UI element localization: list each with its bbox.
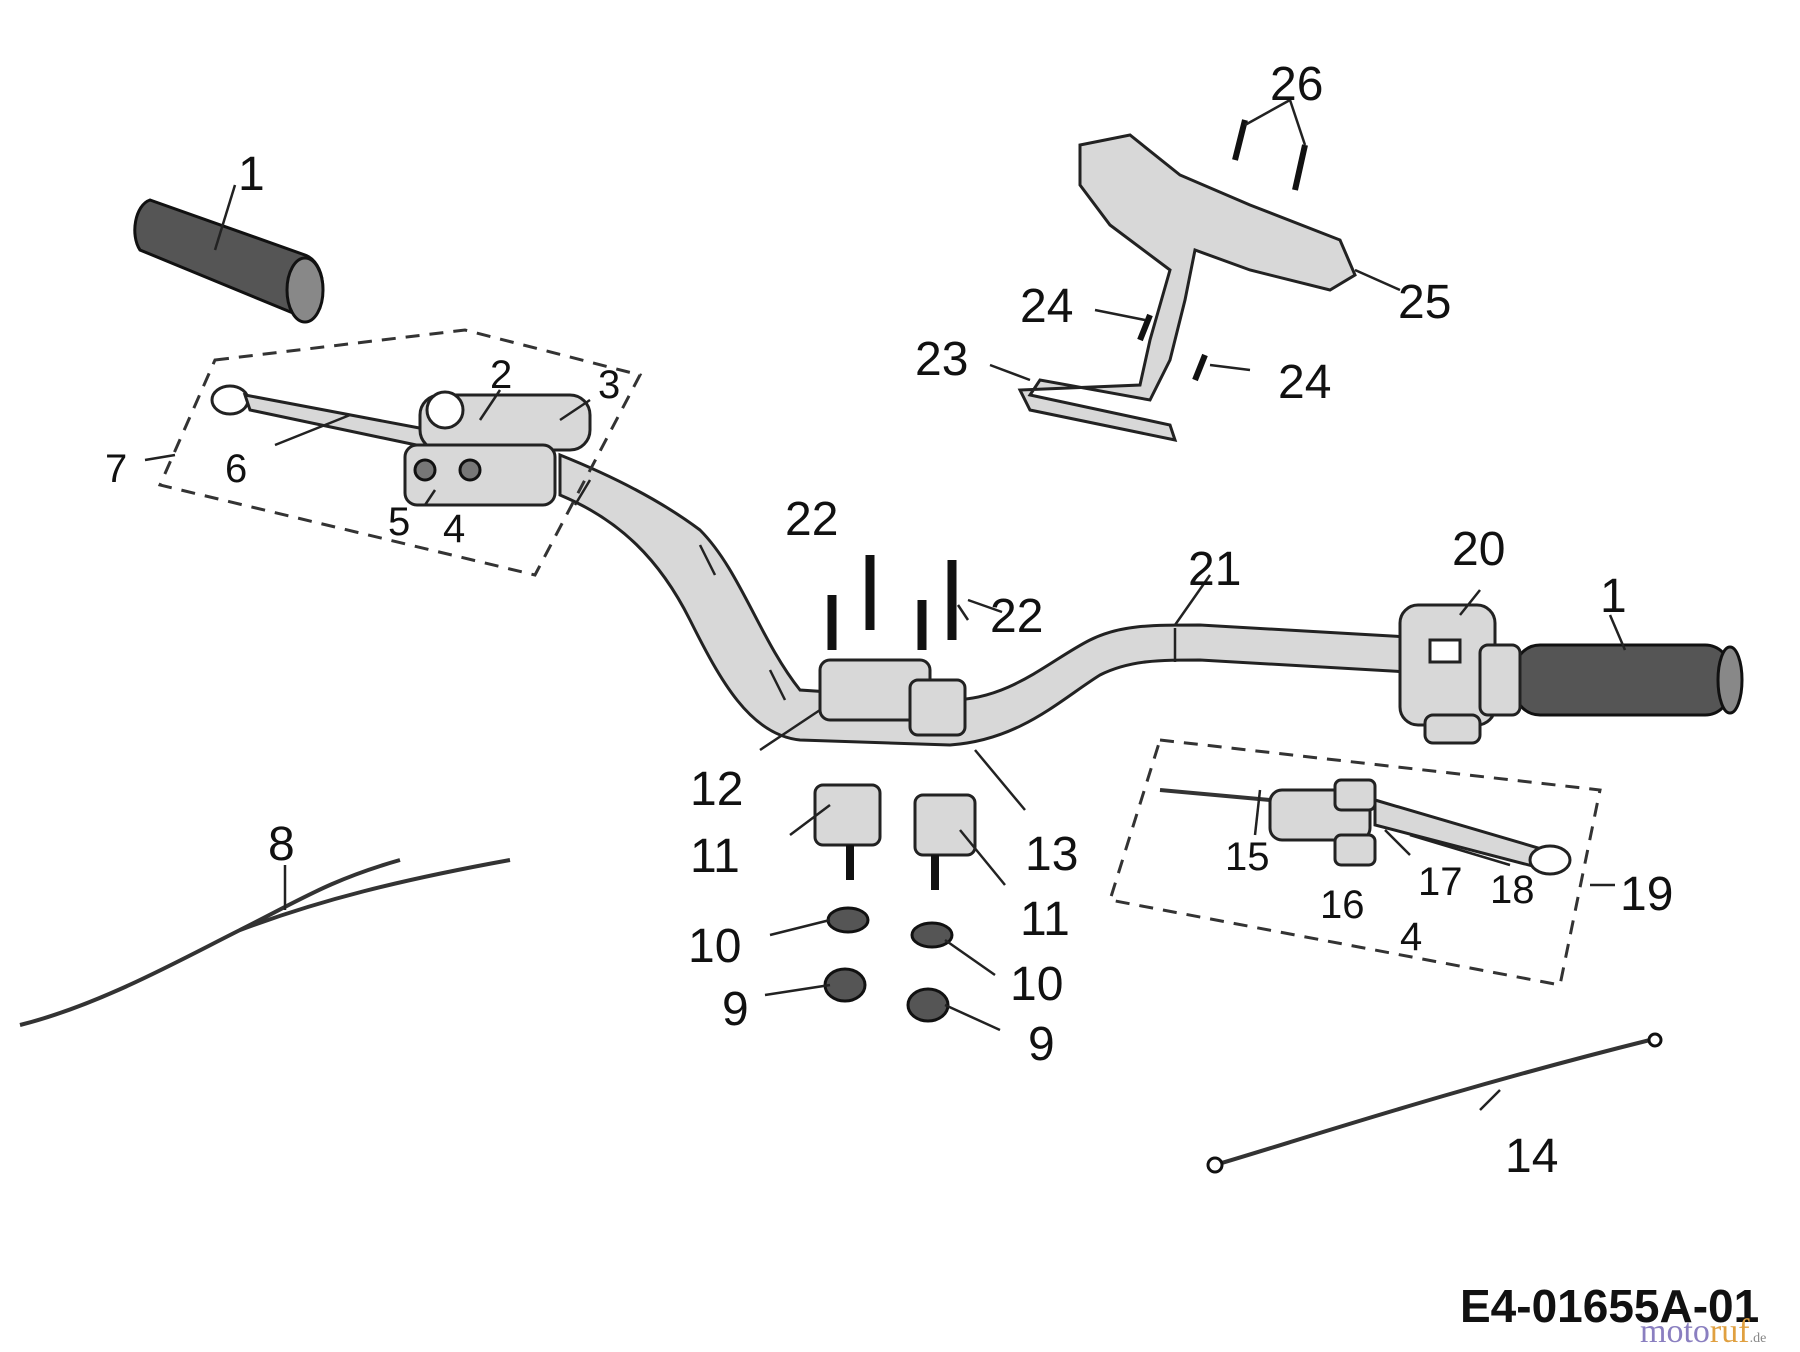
callout-19: 19 [1620, 868, 1673, 921]
callout-9-right: 9 [1028, 1018, 1055, 1071]
callout-7: 7 [105, 447, 127, 491]
callout-17: 17 [1418, 860, 1463, 904]
left-lever-assembly [157, 328, 643, 577]
cable-8 [19, 858, 511, 1027]
watermark-suffix: .de [1750, 1331, 1767, 1346]
washers-and-nuts [823, 906, 954, 1023]
callout-21: 21 [1188, 543, 1241, 596]
callout-24-bottom: 24 [1278, 356, 1331, 409]
callout-22-top: 22 [785, 493, 838, 546]
callout-13: 13 [1025, 828, 1078, 881]
callout-14: 14 [1505, 1130, 1558, 1183]
leader-lines [144, 98, 1627, 1111]
callout-2: 2 [490, 353, 512, 397]
callout-26: 26 [1270, 58, 1323, 111]
right-lever-assembly [1108, 738, 1602, 987]
clamp-assembly [813, 555, 977, 890]
callout-23: 23 [915, 333, 968, 386]
callout-5: 5 [388, 500, 410, 544]
callout-1-left: 1 [238, 148, 265, 201]
callout-9-left: 9 [722, 983, 749, 1036]
callout-10-left: 10 [688, 920, 741, 973]
callout-10-right: 10 [1010, 958, 1063, 1011]
watermark-part1: moto [1640, 1313, 1710, 1350]
callout-11-right: 11 [1020, 893, 1070, 946]
callout-8: 8 [268, 818, 295, 871]
left-grip [133, 198, 325, 324]
callout-11-left: 11 [690, 830, 740, 883]
callout-18: 18 [1490, 868, 1535, 912]
callout-22-right: 22 [990, 590, 1043, 643]
watermark-part2: ruf [1710, 1313, 1750, 1350]
callout-3: 3 [598, 363, 620, 407]
watermark: motoruf.de [1640, 1313, 1766, 1350]
callout-20: 20 [1452, 523, 1505, 576]
callout-15: 15 [1225, 835, 1270, 879]
callout-12: 12 [690, 763, 743, 816]
callout-24-top: 24 [1020, 280, 1073, 333]
callout-16: 16 [1320, 883, 1365, 927]
mount-bracket [1017, 119, 1357, 442]
callout-4-right: 4 [1400, 915, 1422, 959]
callout-6: 6 [225, 447, 247, 491]
right-grip [1513, 643, 1744, 717]
drawing-code: E4-01655A-01 [1460, 1280, 1759, 1332]
callout-25: 25 [1398, 276, 1451, 329]
switch-housing [1398, 603, 1522, 745]
callout-4-left: 4 [443, 507, 465, 551]
handlebar [558, 452, 1462, 747]
callout-1-right: 1 [1600, 570, 1627, 623]
callout-labels: 1 1 2 3 4 4 5 6 7 8 9 9 10 10 11 11 12 1… [105, 58, 1673, 1183]
cable-14 [1206, 1032, 1663, 1174]
